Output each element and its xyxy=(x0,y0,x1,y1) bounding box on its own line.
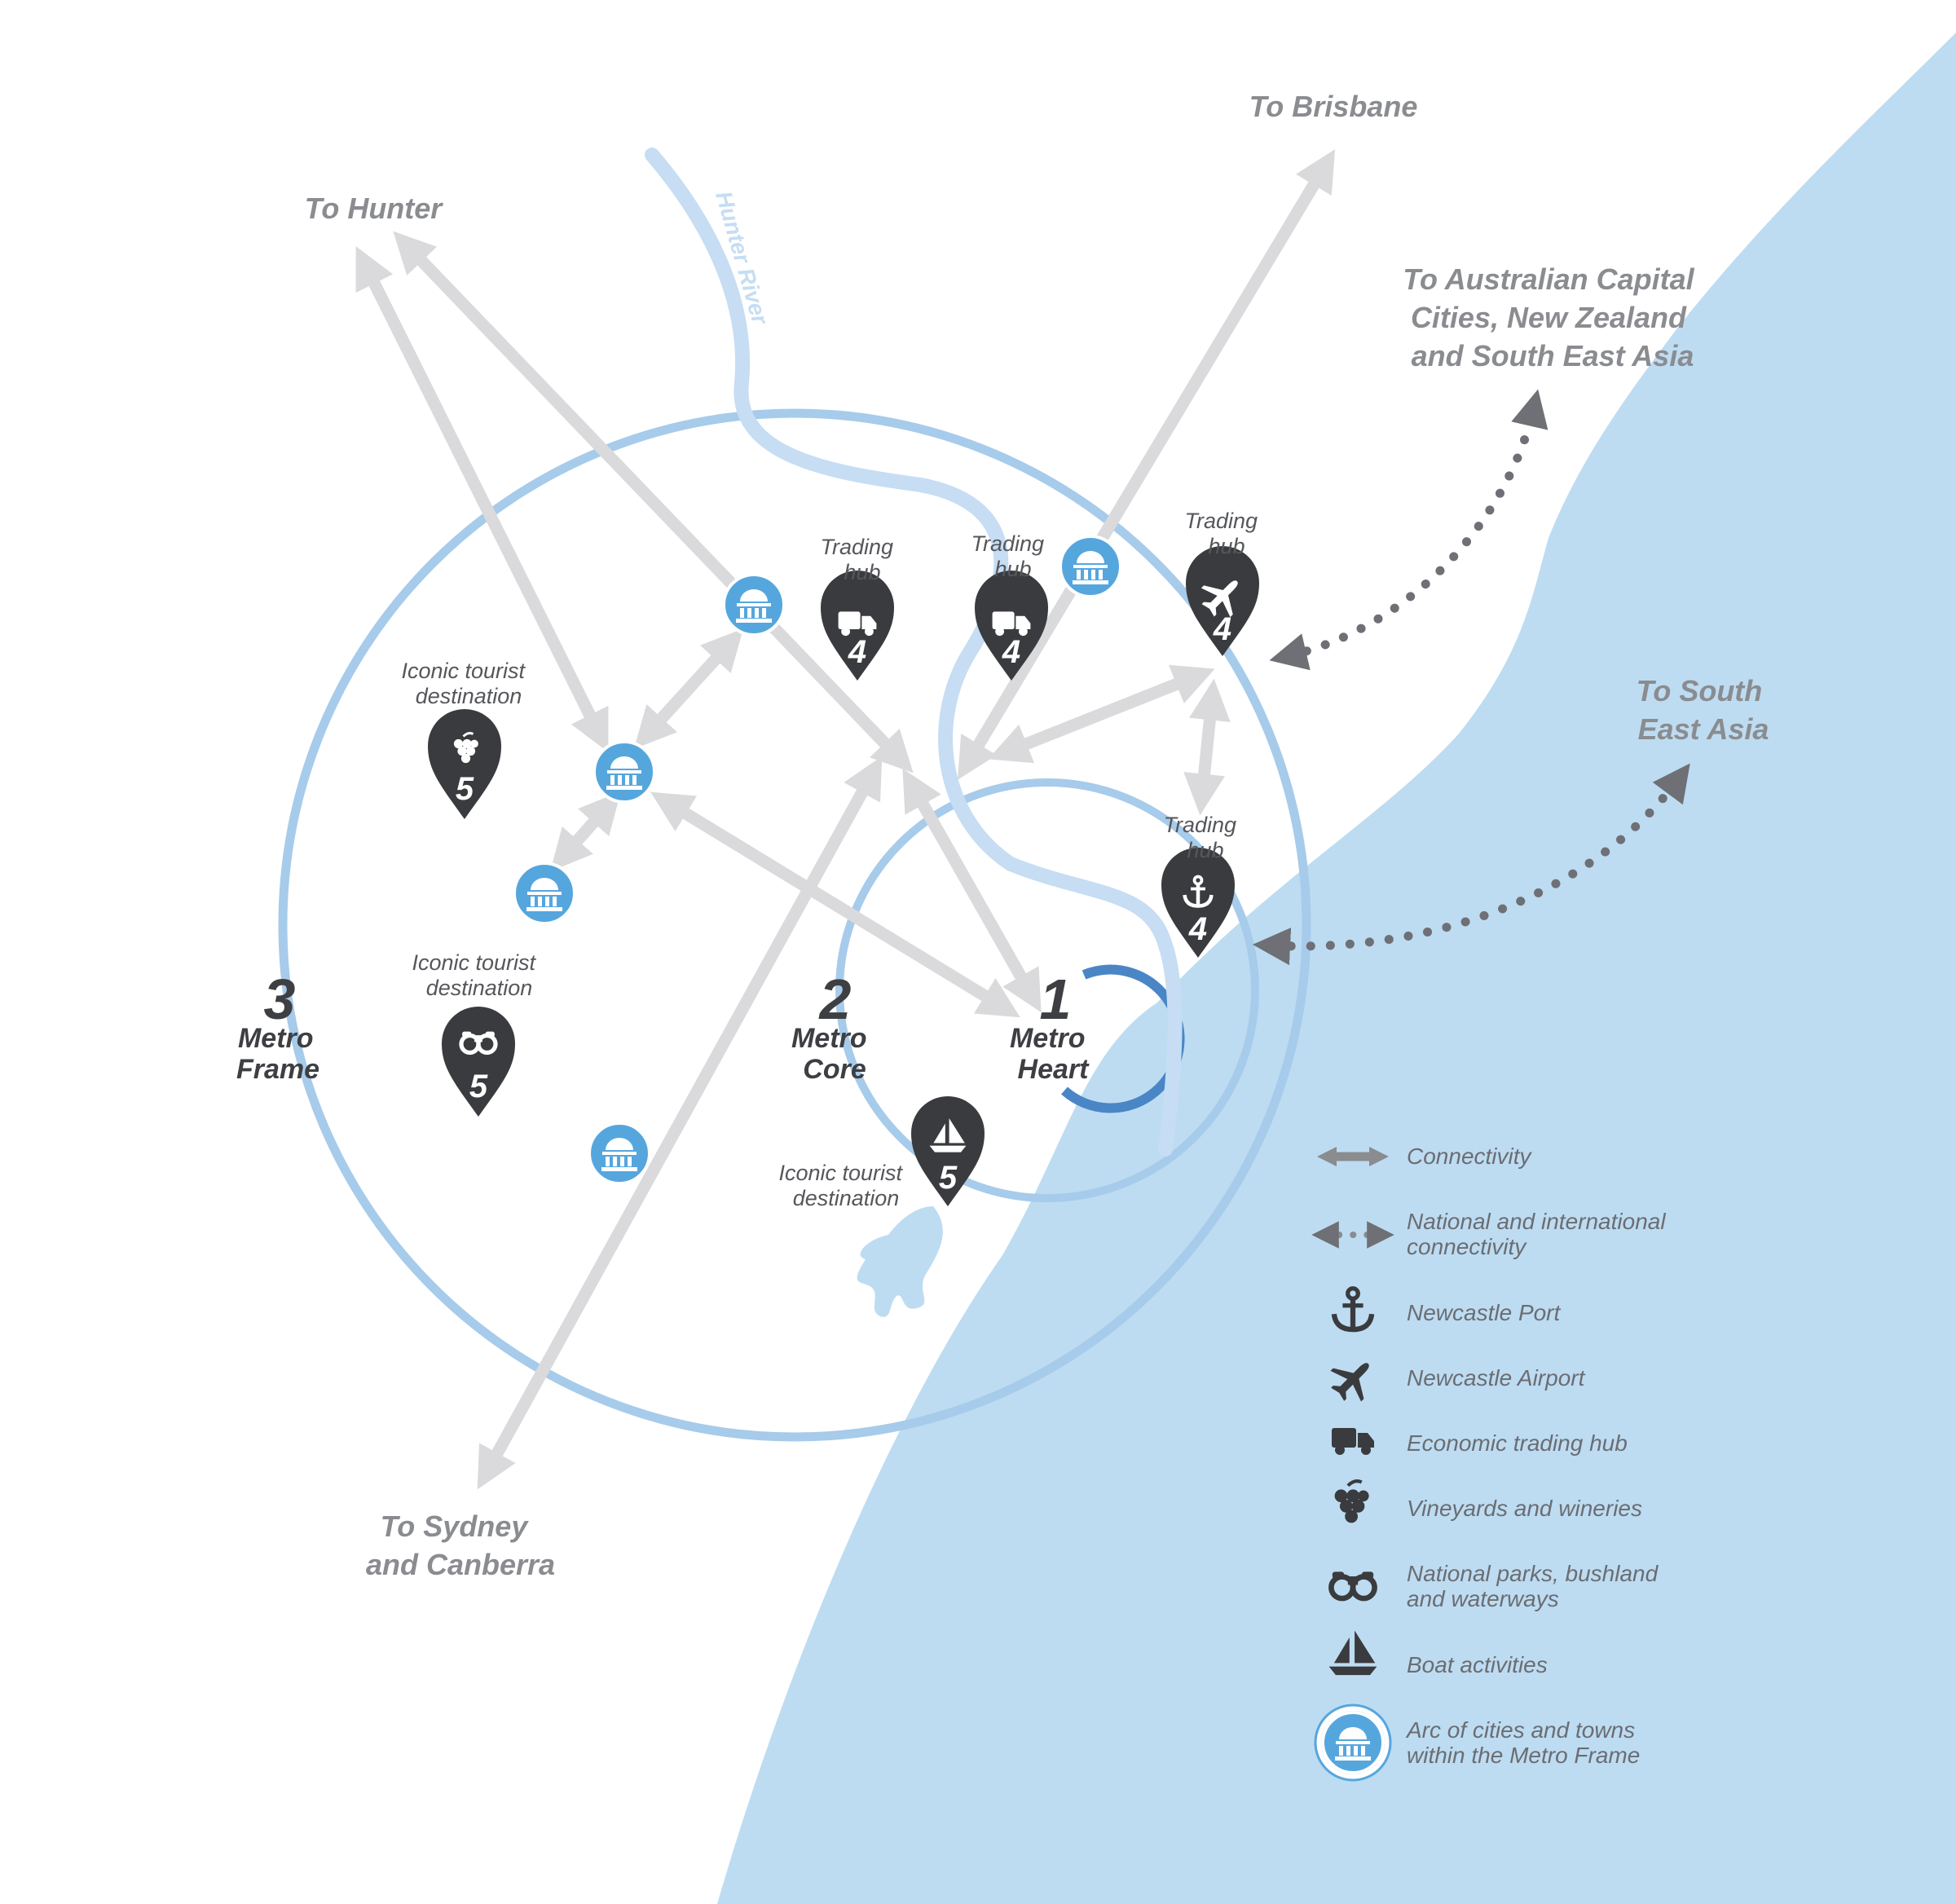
pin-number: 4 xyxy=(848,634,866,670)
pin-port: 4 xyxy=(1161,848,1235,958)
town-hall-icon xyxy=(1321,1711,1385,1774)
zone-core-label: 2 Metro Core xyxy=(791,967,874,1085)
pin-label-boat: Iconic tourist destination xyxy=(778,1161,908,1210)
legend-item-connectivity: Connectivity xyxy=(1316,1144,1533,1169)
town-hall-icon xyxy=(1059,535,1122,598)
zone-number: 2 xyxy=(818,967,852,1031)
town-hall-icon xyxy=(588,1122,651,1185)
arrow-town-town-a xyxy=(633,628,744,749)
town-hall-icon xyxy=(513,862,576,925)
pin-number: 4 xyxy=(1188,911,1207,947)
legend-item-towns: Arc of cities and towns within the Metro… xyxy=(1314,1703,1641,1782)
pin-labels: Trading hub Trading hub Trading hub Trad… xyxy=(401,509,1263,1210)
pin-truck-a: 4 xyxy=(821,571,894,681)
legend-text: Vineyards and wineries xyxy=(1407,1496,1642,1521)
destination-sydney: To Sydney and Canberra xyxy=(366,1510,555,1581)
pin-number: 5 xyxy=(939,1160,958,1196)
zone-name: Metro Core xyxy=(791,1023,874,1085)
water-splash xyxy=(857,1206,943,1317)
legend-item-trading-hub: Economic trading hub xyxy=(1332,1428,1628,1456)
legend: Connectivity National and international … xyxy=(1311,1144,1672,1782)
arrow-airport-centre xyxy=(988,664,1215,764)
zone-name: Metro Heart xyxy=(1010,1023,1093,1085)
zone-heart-label: 1 Metro Heart xyxy=(1010,967,1093,1085)
arrow-hunter-east xyxy=(393,231,914,774)
legend-text: National parks, bushland and waterways xyxy=(1407,1561,1664,1611)
legend-text: Boat activities xyxy=(1407,1652,1548,1677)
destination-south-east-asia: To South East Asia xyxy=(1637,674,1771,746)
legend-text: Newcastle Airport xyxy=(1407,1365,1586,1391)
pin-number: 4 xyxy=(1213,611,1231,647)
legend-item-airport: Newcastle Airport xyxy=(1322,1348,1586,1410)
pin-grapes: 5 xyxy=(428,709,501,819)
legend-item-port: Newcastle Port xyxy=(1334,1289,1562,1329)
zone-number: 1 xyxy=(1040,967,1072,1031)
legend-item-boats: Boat activities xyxy=(1328,1630,1548,1677)
destination-brisbane: To Brisbane xyxy=(1249,90,1418,123)
legend-text: Arc of cities and towns within the Metro… xyxy=(1405,1717,1641,1768)
pin-label-port: Trading hub xyxy=(1163,813,1242,862)
arrow-airport-port xyxy=(1183,678,1231,816)
destination-hunter: To Hunter xyxy=(305,192,444,225)
town-hall-icon xyxy=(722,573,786,637)
sea-area xyxy=(717,33,1956,1904)
pin-label-truck-a: Trading hub xyxy=(820,535,899,584)
pin-label-truck-b: Trading hub xyxy=(971,531,1050,581)
pin-label-binoculars: Iconic tourist destination xyxy=(412,950,541,1000)
pin-number: 4 xyxy=(1002,634,1020,670)
legend-text: Economic trading hub xyxy=(1407,1430,1628,1456)
legend-item-parks: National parks, bushland and waterways xyxy=(1331,1561,1664,1611)
dotted-arrow-capitals xyxy=(1269,389,1548,671)
pin-number: 5 xyxy=(469,1069,488,1104)
pin-number: 5 xyxy=(456,771,474,807)
pin-boat: 5 xyxy=(911,1096,985,1206)
pin-truck-b: 4 xyxy=(975,571,1048,681)
pin-label-airport: Trading hub xyxy=(1184,509,1263,558)
pin-binoculars: 5 xyxy=(442,1007,515,1117)
arrow-town-town-b xyxy=(550,791,621,872)
town-hall-icon xyxy=(593,740,656,804)
zone-frame-label: 3 Metro Frame xyxy=(236,967,321,1085)
legend-text: Connectivity xyxy=(1407,1144,1533,1169)
legend-text: Newcastle Port xyxy=(1407,1300,1562,1325)
pin-label-grapes: Iconic tourist destination xyxy=(401,659,531,708)
legend-text: National and international connectivity xyxy=(1407,1209,1672,1259)
hunter-river xyxy=(645,148,1183,1157)
pin-airport: 4 xyxy=(1186,546,1259,656)
connectivity-arrows xyxy=(355,149,1336,1490)
destination-australian-capitals: To Australian Capital Cities, New Zealan… xyxy=(1403,262,1702,372)
zone-number: 3 xyxy=(264,967,296,1031)
legend-item-international: National and international connectivity xyxy=(1311,1209,1672,1259)
legend-item-vineyards: Vineyards and wineries xyxy=(1335,1481,1642,1523)
arrow-brisbane xyxy=(957,149,1336,780)
zone-name: Metro Frame xyxy=(236,1023,321,1085)
arrow-centre-heart xyxy=(902,768,1042,1013)
